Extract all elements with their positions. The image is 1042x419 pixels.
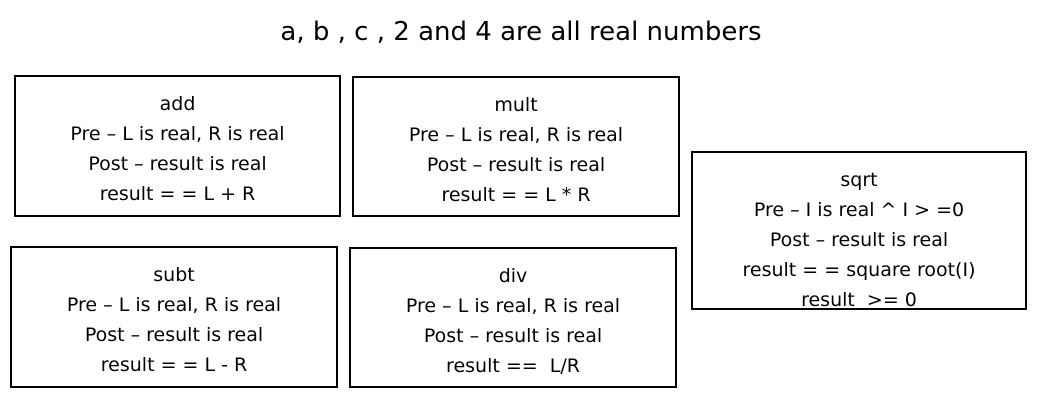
operation-box-subt: subt Pre – L is real, R is real Post – r…	[10, 246, 338, 388]
operation-box-div: div Pre – L is real, R is real Post – re…	[349, 247, 677, 388]
postcondition-text: Post – result is real	[88, 153, 267, 175]
postcondition-text: Post – result is real	[426, 154, 606, 176]
postcondition-text: Post – result is real	[84, 324, 264, 346]
operation-name: div	[498, 265, 528, 287]
operation-box-mult: mult Pre – L is real, R is real Post – r…	[352, 76, 680, 217]
result-constraint: result >= 0	[801, 289, 917, 311]
result-formula: result = = L * R	[441, 184, 591, 206]
diagram-title: a, b , c , 2 and 4 are all real numbers	[280, 17, 762, 47]
precondition-text: Pre – L is real, R is real	[70, 123, 285, 145]
operation-box-add: add Pre – L is real, R is real Post – re…	[14, 75, 341, 217]
postcondition-text: Post – result is real	[769, 229, 949, 251]
precondition-text: Pre – L is real, R is real	[66, 294, 282, 316]
precondition-text: Pre – I is real ^ I > =0	[753, 199, 965, 221]
result-formula: result = = L - R	[100, 354, 248, 376]
result-formula: result == L/R	[446, 355, 580, 377]
precondition-text: Pre – L is real, R is real	[405, 295, 621, 317]
operation-name: mult	[494, 94, 538, 116]
result-formula: result = = L + R	[99, 183, 256, 205]
operation-name: sqrt	[840, 169, 878, 191]
operation-box-sqrt: sqrt Pre – I is real ^ I > =0 Post – res…	[691, 151, 1027, 311]
precondition-text: Pre – L is real, R is real	[408, 124, 624, 146]
postcondition-text: Post – result is real	[423, 325, 603, 347]
operation-name: subt	[153, 264, 195, 286]
operation-name: add	[159, 93, 196, 115]
result-formula: result = = square root(I)	[742, 259, 976, 281]
